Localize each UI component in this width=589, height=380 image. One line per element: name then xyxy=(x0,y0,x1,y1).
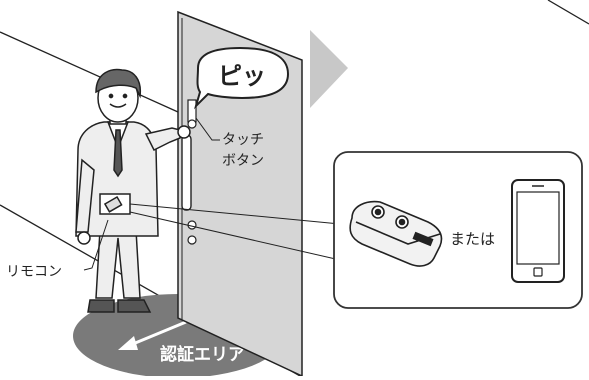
touch-button-label-2: ボタン xyxy=(222,153,264,169)
touch-button-label-1: タッチ xyxy=(222,132,264,148)
door-handle xyxy=(181,134,192,211)
beep-bubble: ピッ xyxy=(193,46,290,110)
remote-callout: リモコン xyxy=(6,219,109,280)
door-icon xyxy=(177,10,303,378)
remote-key-icon xyxy=(349,200,443,267)
arrow-right-icon xyxy=(310,30,348,108)
or-label: または xyxy=(450,230,495,248)
beep-text: ピッ xyxy=(218,62,266,90)
remote-label: リモコン xyxy=(6,264,62,280)
smartphone-icon xyxy=(511,179,565,283)
touch-button xyxy=(187,99,197,123)
person-icon xyxy=(75,68,191,313)
auth-area-label: 認証エリア xyxy=(160,344,245,365)
connector-lines xyxy=(129,203,341,261)
touch-button-callout: タッチ ボタン xyxy=(195,117,264,169)
remote-in-pocket xyxy=(103,196,123,213)
